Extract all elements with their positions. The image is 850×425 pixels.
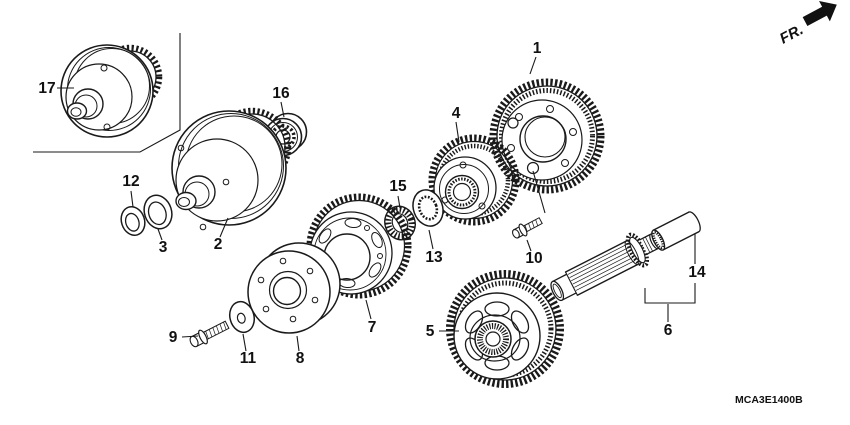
leader-line-16 (280, 101, 285, 118)
part-3-washer (143, 194, 173, 230)
part-number-10: 10 (525, 250, 542, 267)
part-6-splined-shaft (550, 232, 660, 302)
leader-line-8 (296, 335, 300, 352)
leader-line-12 (130, 190, 134, 208)
leader-line-10 (526, 239, 532, 252)
leader-line-9 (181, 335, 199, 338)
part-8-damper-plate (247, 242, 341, 334)
part-number-17: 17 (38, 80, 55, 97)
part-4-drive-gear (428, 134, 520, 226)
inset-box-border (33, 33, 181, 153)
leader-line-13 (428, 229, 434, 250)
leader-line-3 (157, 228, 163, 241)
part-14-collar (651, 211, 701, 251)
part-number-13: 13 (425, 249, 443, 266)
part-number-8: 8 (296, 350, 305, 367)
part-17-clutch-drum (60, 44, 163, 138)
part-2-clutch-drum (171, 107, 292, 231)
part-number-2: 2 (214, 236, 223, 253)
fr-direction-indicator: FR. (777, 1, 837, 48)
leader-line-7 (365, 299, 372, 320)
bolt-10-link-line (532, 170, 546, 214)
part-9-bolt (189, 320, 230, 348)
fr-arrow-icon (802, 1, 837, 26)
part-5-final-gear (446, 270, 564, 388)
part-code: MCA3E1400B (735, 394, 803, 406)
part-12-washer (120, 206, 146, 236)
leader-line-2 (219, 217, 229, 238)
part-number-6: 6 (664, 322, 673, 339)
part-number-4: 4 (452, 105, 461, 122)
part-10-bolt (511, 217, 543, 239)
part-number-7: 7 (368, 319, 377, 336)
part-number-9: 9 (169, 329, 178, 346)
part-number-11: 11 (240, 350, 257, 367)
bracket-6 (644, 283, 696, 304)
part-number-3: 3 (159, 239, 168, 256)
part-number-14: 14 (688, 264, 706, 281)
part-1-driven-gear (489, 78, 605, 194)
part-number-16: 16 (272, 85, 290, 102)
part-number-12: 12 (122, 173, 139, 190)
part-number-1: 1 (533, 40, 542, 57)
part-number-15: 15 (389, 178, 407, 195)
fr-label: FR. (777, 21, 806, 47)
part-11-washer (228, 300, 256, 334)
leader-line-11 (242, 333, 247, 352)
leader-line-1 (529, 56, 537, 75)
leader-line-15 (397, 195, 401, 209)
part-13-splined-washer (412, 189, 444, 227)
part-number-5: 5 (426, 323, 435, 340)
leader-line-4 (455, 121, 460, 143)
